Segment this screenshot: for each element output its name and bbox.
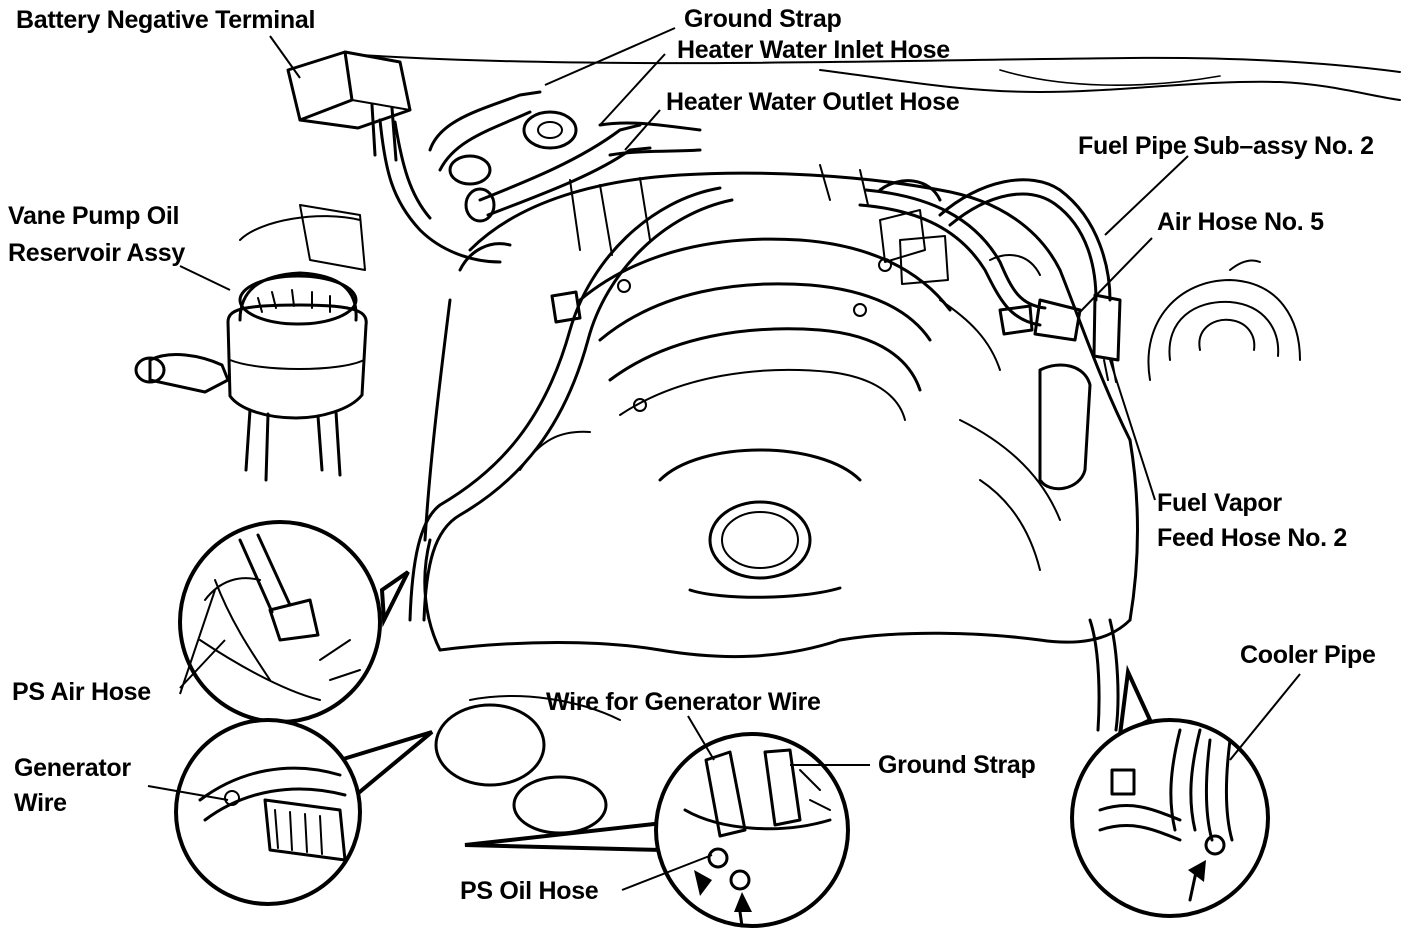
ps-hose-routing (408, 186, 734, 622)
leader-generator-wire (147, 785, 229, 801)
label-ps-oil-hose: PS Oil Hose (460, 877, 599, 905)
leader-heater-inlet (599, 53, 666, 126)
leader-cooler-pipe (1229, 673, 1301, 761)
label-vane-pump-oil: Vane Pump Oil (8, 202, 180, 230)
fender-detail (1147, 259, 1301, 381)
leader-vane-pump (179, 265, 231, 291)
leader-fuel-pipe (1104, 155, 1189, 236)
callout-generator-wire (174, 718, 434, 906)
label-wire: Wire (14, 789, 67, 817)
leader-fuel-vapor (1109, 359, 1156, 501)
ps-reservoir (134, 204, 368, 482)
callout-cooler-pipe (1070, 664, 1270, 918)
label-ground-strap-top: Ground Strap (684, 5, 842, 33)
callout-generator-connector (464, 732, 850, 928)
leader-air-hose-no5 (1079, 237, 1153, 313)
label-ground-strap-bottom: Ground Strap (878, 751, 1036, 779)
leader-wire-for-generator (687, 715, 715, 761)
label-generator: Generator (14, 754, 131, 782)
label-battery-negative-terminal: Battery Negative Terminal (16, 6, 316, 34)
callout-ps-air-hose (178, 520, 410, 724)
leader-battery-terminal (269, 35, 301, 79)
firewall-contour (359, 54, 1401, 101)
leader-lines (147, 27, 1301, 891)
leader-ground-strap-top (544, 27, 676, 86)
label-feed-hose-no2: Feed Hose No. 2 (1157, 524, 1347, 552)
label-wire-for-generator-wire: Wire for Generator Wire (546, 688, 821, 716)
cooler-pipe-routing (1088, 618, 1120, 732)
engine-block (423, 164, 1139, 659)
label-air-hose-no5: Air Hose No. 5 (1157, 208, 1324, 236)
leader-ps-oil-hose (621, 854, 713, 891)
label-fuel-pipe-sub-assy: Fuel Pipe Sub–assy No. 2 (1078, 132, 1374, 160)
battery-terminal (286, 50, 502, 264)
fuel-pipe-routing (858, 178, 1122, 383)
label-fuel-vapor: Fuel Vapor (1157, 489, 1282, 517)
label-heater-water-outlet-hose: Heater Water Outlet Hose (666, 88, 960, 116)
leader-ps-air-hose (179, 589, 226, 695)
label-cooler-pipe: Cooler Pipe (1240, 641, 1376, 669)
generator-pulleys (434, 695, 621, 835)
leader-heater-outlet (624, 109, 661, 151)
label-reservoir-assy: Reservoir Assy (8, 239, 185, 267)
label-heater-water-inlet-hose: Heater Water Inlet Hose (677, 36, 950, 64)
label-ps-air-hose: PS Air Hose (12, 678, 151, 706)
